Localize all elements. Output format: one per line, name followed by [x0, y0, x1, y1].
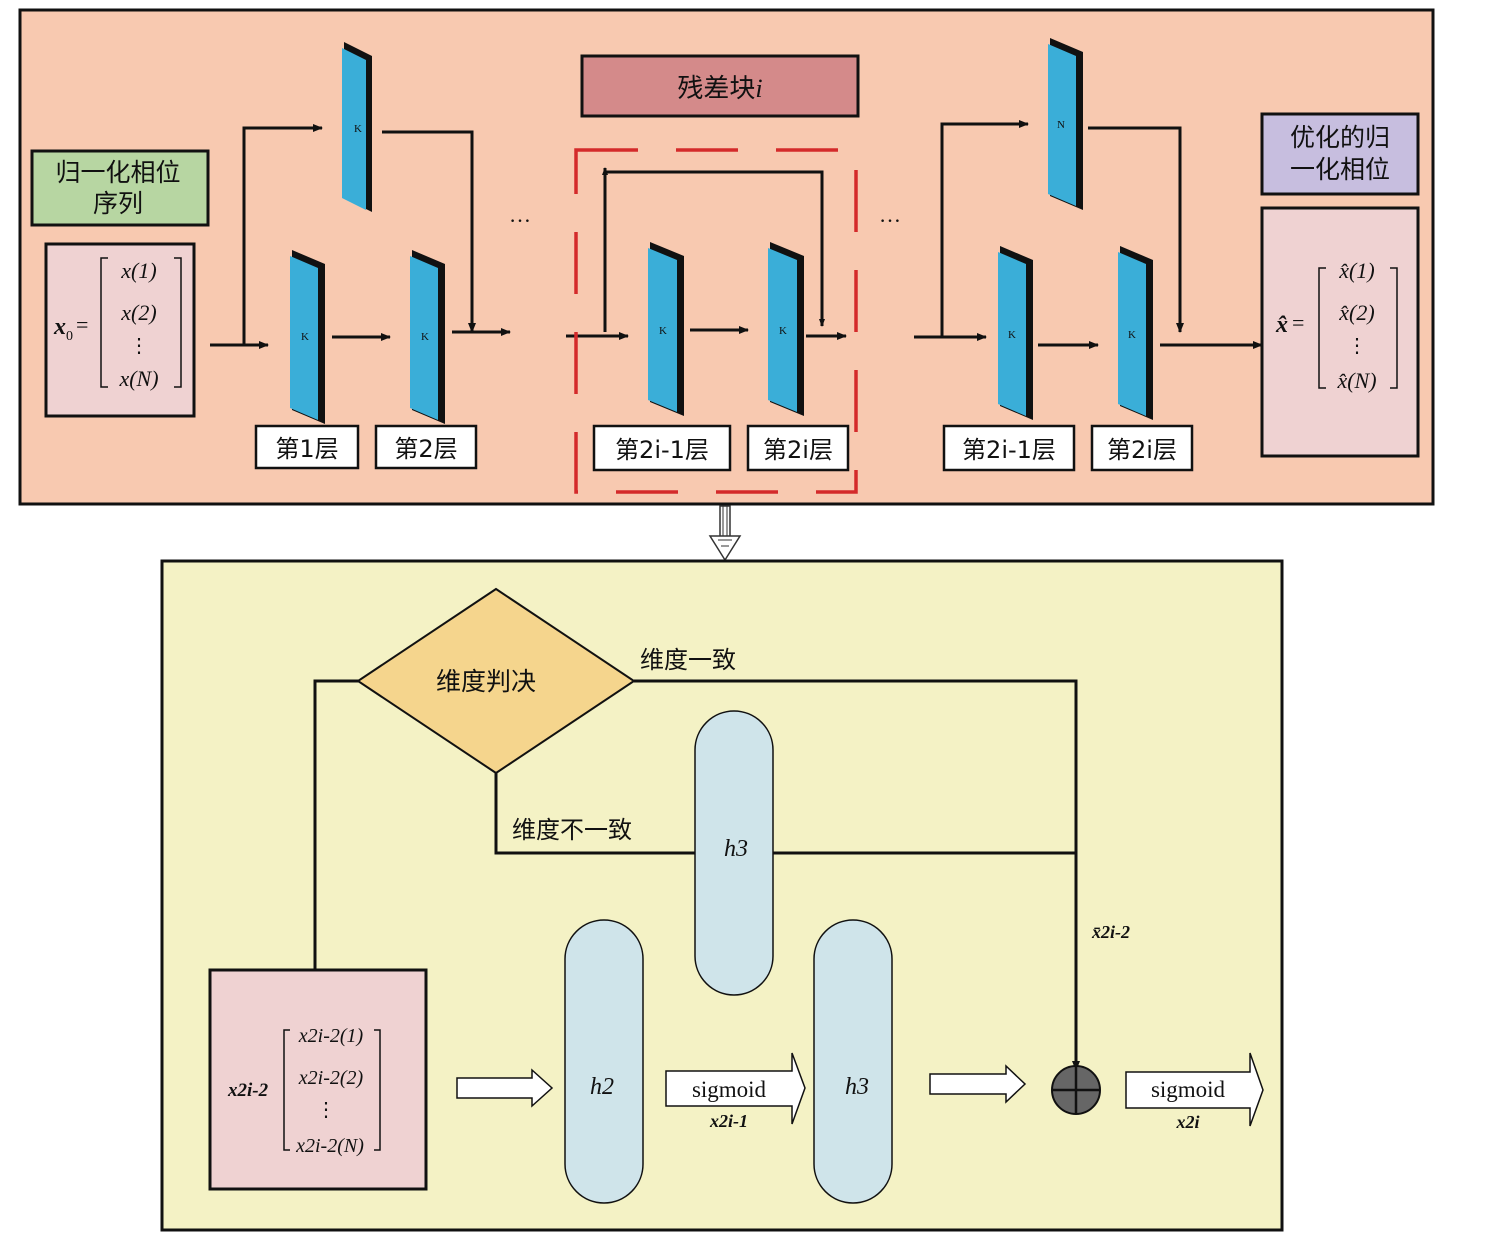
svg-text:K: K [659, 325, 667, 337]
layer-plate-bypass-1: K [342, 42, 372, 212]
layer-label-2i-1: 第2i-1层 [592, 424, 732, 472]
input-label-line1: 归一化相位 [55, 158, 180, 187]
svg-text:K: K [421, 331, 429, 343]
sigmoid-2-label: sigmoid [1151, 1077, 1226, 1102]
layer-plate-1: K [290, 250, 325, 424]
output-entry-n: x̂(N) [1336, 368, 1376, 393]
layer-plate-2i-1-b: K [998, 246, 1033, 420]
layer-label-2: 第2层 [374, 424, 478, 470]
input-label-line2: 序列 [93, 189, 143, 218]
sigmoid-arrow-2: sigmoid x2i [1125, 1052, 1264, 1132]
output-vector-symbol: x̂ [1275, 312, 1288, 338]
sigmoid-1-label: sigmoid [692, 1077, 767, 1102]
input-vector-equals: = [76, 312, 88, 337]
h3-upper-pill: h3 [694, 710, 774, 996]
layer-plate-2i-b: K [1118, 246, 1153, 420]
output-label-line2: 一化相位 [1290, 155, 1390, 184]
bar-symbol-label: x̄2i-2 [1091, 922, 1130, 942]
layer-label-2i-b: 第2i层 [1090, 424, 1194, 472]
add-node [1051, 1065, 1101, 1115]
hollow-arrow-1 [456, 1068, 554, 1108]
input-entry-n: x(N) [118, 366, 158, 391]
layer-plate-bypass-2: N [1048, 38, 1083, 210]
inconsistent-label: 维度不一致 [512, 816, 632, 844]
input-vector-symbol-sub: 0 [66, 329, 73, 344]
residual-block-title-index: i [755, 74, 762, 103]
output-label-line1: 优化的归 [1290, 123, 1390, 152]
decision-label: 维度判决 [436, 667, 536, 696]
bottom-input-entry-1: x2i-2(1) [298, 1025, 364, 1047]
expand-down-arrow [708, 505, 742, 562]
sigmoid-arrow-1: sigmoid x2i-1 [665, 1052, 806, 1131]
svg-text:K: K [1008, 329, 1016, 341]
layer-plate-2i-1: K [648, 242, 684, 416]
layer-plate-2i: K [768, 242, 804, 416]
svg-text:第2层: 第2层 [394, 435, 457, 463]
consistent-label: 维度一致 [640, 646, 736, 674]
decision-diamond: 维度判决 [356, 587, 636, 775]
h3-lower-label: h3 [845, 1074, 869, 1100]
svg-text:K: K [301, 331, 309, 343]
residual-block-dashed-outline [574, 148, 858, 494]
bottom-input-symbol: x2i-2 [227, 1080, 269, 1101]
h3-lower-pill: h3 [813, 919, 893, 1204]
h3-upper-label: h3 [724, 836, 748, 862]
layer-plate-2: K [410, 250, 445, 424]
output-entry-2: x̂(2) [1338, 300, 1374, 325]
input-entry-2: x(2) [120, 300, 156, 325]
bottom-input-entry-n: x2i-2(N) [295, 1135, 364, 1157]
svg-text:第2i-1层: 第2i-1层 [615, 436, 709, 464]
top-connectors [210, 120, 1263, 349]
svg-text:第2i层: 第2i层 [763, 436, 833, 464]
layer-label-1: 第1层 [254, 424, 360, 470]
bottom-input-entry-dots: ⋮ [316, 1099, 336, 1121]
input-vector-symbol: x [53, 314, 66, 340]
h2-pill: h2 [564, 919, 644, 1204]
input-label-box: 归一化相位 序列 [30, 149, 210, 227]
residual-block-title: 残差块i [580, 54, 860, 118]
input-vector-box: x 0 = x(1) x(2) ⋮ x(N) [44, 242, 196, 418]
svg-text:第1层: 第1层 [275, 435, 338, 463]
h2-label: h2 [590, 1074, 614, 1100]
layer-label-2i: 第2i层 [746, 424, 850, 472]
bottom-input-vector-box: x2i-2 x2i-2(1) x2i-2(2) ⋮ x2i-2(N) [208, 968, 428, 1191]
svg-text:第2i层: 第2i层 [1107, 436, 1177, 464]
svg-text:K: K [354, 123, 362, 135]
sigmoid-2-output: x2i [1175, 1112, 1199, 1132]
svg-text:第2i-1层: 第2i-1层 [962, 436, 1056, 464]
output-entry-1: x̂(1) [1338, 258, 1374, 283]
layer-label-2i-1-b: 第2i-1层 [942, 424, 1076, 472]
ellipsis-2: … [879, 202, 901, 227]
output-label-box: 优化的归 一化相位 [1260, 112, 1420, 196]
input-entry-1: x(1) [120, 258, 156, 283]
svg-text:K: K [1128, 329, 1136, 341]
svg-text:K: K [779, 325, 787, 337]
residual-block-title-text: 残差块 [677, 74, 755, 104]
bottom-connectors [313, 679, 1080, 1071]
svg-text:残差块i: 残差块i [677, 74, 762, 104]
svg-text:N: N [1057, 119, 1065, 131]
output-vector-box: x̂ = x̂(1) x̂(2) ⋮ x̂(N) [1260, 206, 1420, 458]
sigmoid-1-output: x2i-1 [709, 1111, 748, 1131]
bottom-input-entry-2: x2i-2(2) [298, 1067, 364, 1089]
input-entry-dots: ⋮ [129, 335, 149, 357]
hollow-arrow-2 [929, 1064, 1027, 1104]
ellipsis-1: … [509, 202, 531, 227]
output-vector-equals: = [1292, 310, 1304, 335]
output-entry-dots: ⋮ [1347, 335, 1367, 357]
